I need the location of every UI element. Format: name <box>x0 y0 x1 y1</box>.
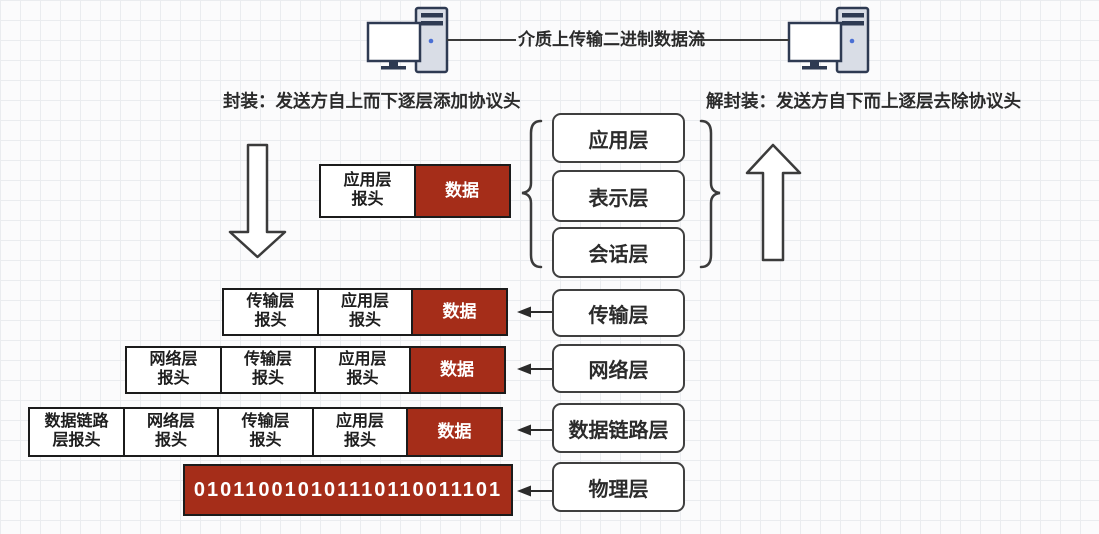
header-line-2: 报头 <box>254 312 287 329</box>
header-cell-application: 应用层 报头 <box>319 164 416 218</box>
tower-slot-icon <box>842 21 864 26</box>
header-line-2: 报头 <box>348 312 381 329</box>
physical-layer-arrow <box>517 485 553 497</box>
header-cell-transport: 传输层 报头 <box>222 288 319 336</box>
right-brace-icon <box>699 119 721 269</box>
medium-link-label: 介质上传输二进制数据流 <box>518 30 705 49</box>
tower-slot-icon <box>421 13 443 18</box>
tower-slot-icon <box>421 21 443 26</box>
header-line-2: 报头 <box>249 432 282 449</box>
transport-layer-arrow <box>517 306 553 318</box>
header-line-1: 应用层 <box>340 293 389 311</box>
monitor-base-icon <box>802 66 827 70</box>
header-cell-application: 应用层 报头 <box>316 288 414 336</box>
power-led-icon <box>849 38 855 44</box>
header-line-2: 报头 <box>351 191 384 208</box>
header-cell-datalink: 数据链路 层报头 <box>28 407 125 457</box>
up-arrow-icon <box>745 143 802 262</box>
tower-icon <box>835 6 870 74</box>
decapsulation-caption: 解封装：发送方自下而上逐层去除协议头 <box>706 91 1021 111</box>
header-line-2: 报头 <box>157 370 190 387</box>
pdu-row-application: 应用层 报头 数据 <box>319 164 511 218</box>
pdu-row-datalink: 数据链路 层报头 网络层 报头 传输层 报头 应用层 报头 数据 <box>28 407 503 457</box>
header-line-1: 网络层 <box>149 351 198 369</box>
header-cell-transport: 传输层 报头 <box>219 346 317 394</box>
header-line-1: 应用层 <box>343 172 392 190</box>
physical-bitstream-box: 010110010101110110011101 <box>183 464 513 516</box>
layer-box-presentation: 表示层 <box>552 170 685 222</box>
computer-icon-left <box>366 6 449 74</box>
datalink-layer-arrow <box>517 424 553 436</box>
monitor-icon <box>787 21 843 63</box>
header-line-1: 应用层 <box>338 351 387 369</box>
header-cell-network: 网络层 报头 <box>125 346 222 394</box>
pdu-row-transport: 传输层 报头 应用层 报头 数据 <box>222 288 508 336</box>
header-line-1: 网络层 <box>146 413 195 431</box>
header-line-2: 报头 <box>346 370 379 387</box>
monitor-icon <box>366 21 422 63</box>
computer-icon-right <box>787 6 870 74</box>
header-line-1: 应用层 <box>335 413 384 431</box>
header-line-2: 报头 <box>154 432 187 449</box>
header-cell-application: 应用层 报头 <box>311 407 409 457</box>
monitor-stand-icon <box>810 61 819 66</box>
header-line-1: 传输层 <box>241 413 290 431</box>
header-cell-transport: 传输层 报头 <box>217 407 314 457</box>
down-arrow-icon <box>228 143 287 259</box>
payload-cell: 数据 <box>408 346 506 394</box>
payload-cell: 数据 <box>406 407 503 457</box>
header-line-1: 传输层 <box>243 351 292 369</box>
header-line-1: 传输层 <box>246 293 295 311</box>
power-led-icon <box>428 38 434 44</box>
layer-box-network: 网络层 <box>552 344 685 393</box>
header-cell-application: 应用层 报头 <box>314 346 411 394</box>
header-line-1: 数据链路 <box>44 413 109 431</box>
payload-cell: 数据 <box>413 164 511 218</box>
network-layer-arrow <box>517 363 553 375</box>
layer-box-application: 应用层 <box>552 113 685 163</box>
header-cell-network: 网络层 报头 <box>122 407 220 457</box>
tower-icon <box>414 6 449 74</box>
pdu-row-network: 网络层 报头 传输层 报头 应用层 报头 数据 <box>125 346 506 394</box>
left-brace-icon <box>521 119 543 269</box>
monitor-base-icon <box>381 66 406 70</box>
header-line-2: 层报头 <box>52 432 101 449</box>
header-line-2: 报头 <box>343 432 376 449</box>
layer-box-session: 会话层 <box>552 227 685 278</box>
layer-box-physical: 物理层 <box>552 462 685 512</box>
encapsulation-caption: 封装：发送方自上而下逐层添加协议头 <box>223 91 521 111</box>
tower-slot-icon <box>842 13 864 18</box>
payload-cell: 数据 <box>411 288 508 336</box>
layer-box-transport: 传输层 <box>552 289 685 337</box>
header-line-2: 报头 <box>251 370 284 387</box>
monitor-stand-icon <box>389 61 398 66</box>
layer-box-datalink: 数据链路层 <box>552 403 685 453</box>
